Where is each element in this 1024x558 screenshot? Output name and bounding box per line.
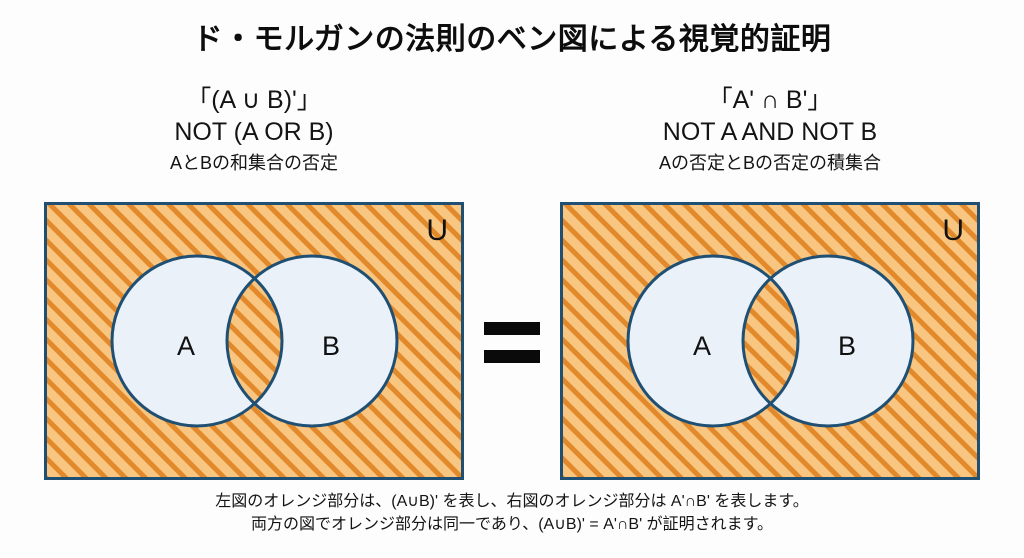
left-venn-diagram: U A B [44, 202, 464, 480]
right-circle-a-outline [626, 254, 800, 428]
left-universe-border [44, 202, 464, 480]
right-circle-b-outline [741, 254, 915, 428]
left-circle-a-outline [110, 254, 284, 428]
left-circle-b-outline [225, 254, 399, 428]
equals-bar-top [484, 322, 540, 335]
right-panel-header: 「A' ∩ B'」 NOT A AND NOT B Aの否定とBの否定の積集合 [560, 85, 980, 176]
caption-line-1: 左図のオレンジ部分は、(A∪B)' を表し、右図のオレンジ部分は A'∩B' を… [215, 493, 809, 510]
right-venn-diagram: U A B [560, 202, 980, 480]
left-words-label: NOT (A OR B) [174, 118, 334, 146]
right-words-label: NOT A AND NOT B [662, 118, 878, 146]
caption-line-2: 両方の図でオレンジ部分は同一であり、(A∪B)' = A'∩B' が証明されます… [251, 516, 773, 533]
left-panel-header: 「(A ∪ B)'」 NOT (A OR B) AとBの和集合の否定 [44, 85, 464, 176]
caption: 左図のオレンジ部分は、(A∪B)' を表し、右図のオレンジ部分は A'∩B' を… [0, 490, 1024, 536]
left-japanese-label: AとBの和集合の否定 [169, 153, 338, 173]
right-formula-label: 「A' ∩ B'」 [707, 86, 833, 114]
left-venn-svg [44, 202, 464, 480]
equals-bar-bottom [484, 350, 540, 363]
right-japanese-label: Aの否定とBの否定の積集合 [658, 153, 881, 173]
right-venn-svg [560, 202, 980, 480]
equals-sign [484, 322, 540, 366]
right-universe-border [560, 202, 980, 480]
page-title: ド・モルガンの法則のベン図による視覚的証明 [192, 23, 832, 56]
left-formula-label: 「(A ∪ B)'」 [186, 86, 322, 114]
